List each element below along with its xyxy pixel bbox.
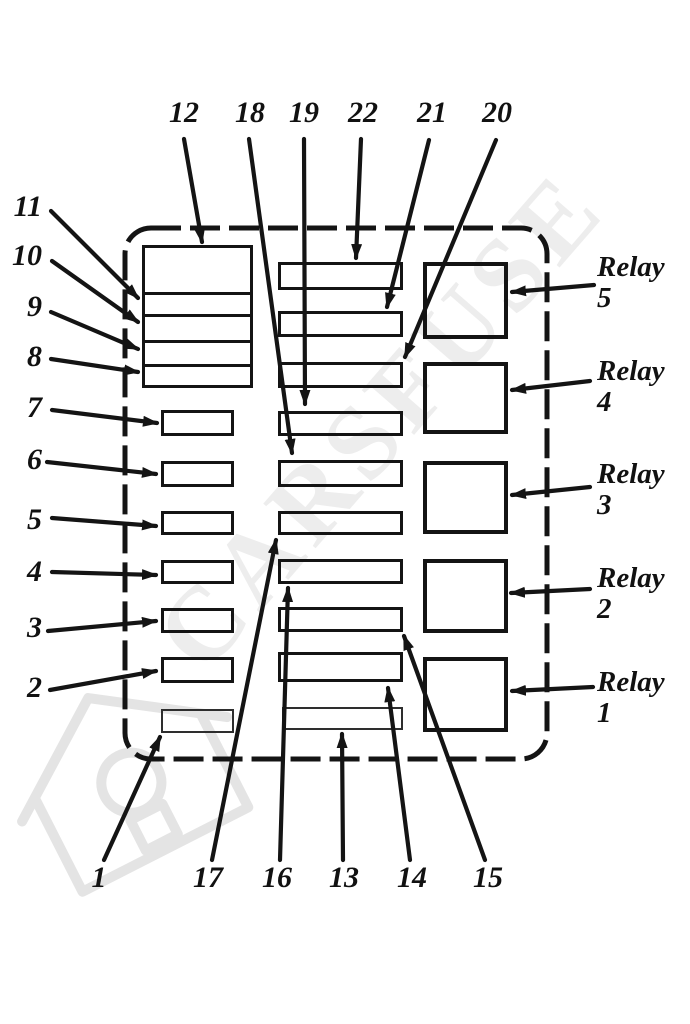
arrow-fuse-15 xyxy=(401,633,488,863)
label-fuse-13: 13 xyxy=(329,861,359,894)
fuse-slot-22 xyxy=(278,262,403,290)
fuse-block-divider xyxy=(144,292,251,295)
arrow-fuse-2 xyxy=(47,668,159,693)
label-fuse-5: 5 xyxy=(27,503,42,536)
fuse-slot-16 xyxy=(278,559,403,584)
arrow-fuse-16 xyxy=(277,585,294,863)
arrow-fuse-21 xyxy=(384,137,432,310)
label-fuse-14: 14 xyxy=(397,861,427,894)
arrow-fuse-3 xyxy=(45,616,159,634)
relay-number: 1 xyxy=(597,697,612,729)
fuse-slot-18 xyxy=(278,460,403,487)
label-fuse-3: 3 xyxy=(27,611,42,644)
arrow-fuse-13 xyxy=(336,731,348,863)
label-fuse-17: 17 xyxy=(193,861,223,894)
label-fuse-19: 19 xyxy=(289,96,319,129)
arrow-relay-2 xyxy=(508,586,593,598)
arrow-fuse-4 xyxy=(49,569,159,581)
arrow-fuse-22 xyxy=(351,136,364,261)
arrow-fuse-17 xyxy=(209,537,279,863)
label-fuse-2: 2 xyxy=(27,671,42,704)
relay-word: Relay xyxy=(597,251,665,283)
arrow-fuse-6 xyxy=(44,459,159,478)
fuse-slot-21 xyxy=(278,311,403,337)
arrow-fuse-11 xyxy=(48,208,141,301)
label-fuse-20: 20 xyxy=(482,96,512,129)
fuse-slot-7 xyxy=(161,410,234,436)
fuse-slot-19 xyxy=(278,411,403,436)
arrow-fuse-5 xyxy=(49,515,159,531)
label-fuse-18: 18 xyxy=(235,96,265,129)
label-relay-1: Relay 1 xyxy=(597,667,665,729)
arrow-fuse-8 xyxy=(48,356,141,376)
fuse-slot-4 xyxy=(161,560,234,584)
label-fuse-15: 15 xyxy=(473,861,503,894)
fuse-slot-15 xyxy=(278,607,403,632)
fuse-block-8-12 xyxy=(142,245,253,388)
label-fuse-21: 21 xyxy=(417,96,447,129)
arrow-fuse-9 xyxy=(48,309,141,352)
label-fuse-8: 8 xyxy=(27,340,42,373)
fuse-slot-14 xyxy=(278,652,403,682)
label-fuse-7: 7 xyxy=(27,391,42,424)
relay-number: 3 xyxy=(597,489,612,521)
arrow-fuse-18 xyxy=(246,136,296,456)
relay-word: Relay xyxy=(597,355,665,387)
fuse-slot-2 xyxy=(161,657,234,683)
arrow-fuse-20 xyxy=(402,137,499,360)
fuse-slot-17 xyxy=(278,511,403,535)
label-fuse-9: 9 xyxy=(27,290,42,323)
arrow-fuse-1 xyxy=(101,734,163,863)
arrow-fuse-14 xyxy=(384,685,413,863)
label-relay-3: Relay 3 xyxy=(597,459,665,521)
arrow-relay-1 xyxy=(509,684,596,696)
relay-number: 5 xyxy=(597,282,612,314)
relay-word: Relay xyxy=(597,666,665,698)
arrow-relay-4 xyxy=(509,378,593,394)
label-fuse-10: 10 xyxy=(12,239,42,272)
relay-3-box xyxy=(423,461,508,534)
relay-5-box xyxy=(423,262,508,339)
arrow-relay-5 xyxy=(509,282,597,297)
label-fuse-22: 22 xyxy=(348,96,378,129)
label-fuse-6: 6 xyxy=(27,443,42,476)
fuse-slot-5 xyxy=(161,511,234,535)
label-relay-2: Relay 2 xyxy=(597,563,665,625)
fuse-block-divider xyxy=(144,340,251,343)
fuse-slot-6 xyxy=(161,461,234,487)
relay-number: 2 xyxy=(597,593,612,625)
relay-word: Relay xyxy=(597,562,665,594)
fuse-block-divider xyxy=(144,364,251,367)
arrow-fuse-12 xyxy=(181,136,206,245)
arrow-relay-3 xyxy=(509,484,593,500)
fuse-slot-3 xyxy=(161,608,234,633)
relay-number: 4 xyxy=(597,386,612,418)
fuse-slot-1 xyxy=(161,709,234,733)
label-fuse-11: 11 xyxy=(13,190,42,223)
arrow-fuse-19 xyxy=(299,136,311,407)
arrow-fuse-10 xyxy=(49,258,141,325)
relay-4-box xyxy=(423,362,508,434)
label-fuse-1: 1 xyxy=(91,861,107,894)
label-relay-5: Relay 5 xyxy=(597,252,665,314)
label-fuse-16: 16 xyxy=(262,861,292,894)
relay-2-box xyxy=(423,559,508,633)
fuse-block-divider xyxy=(144,314,251,317)
label-fuse-12: 12 xyxy=(169,96,199,129)
label-fuse-4: 4 xyxy=(27,555,42,588)
label-relay-4: Relay 4 xyxy=(597,356,665,418)
arrow-fuse-7 xyxy=(49,407,160,427)
relay-word: Relay xyxy=(597,458,665,490)
fuse-box-outline xyxy=(122,225,550,762)
